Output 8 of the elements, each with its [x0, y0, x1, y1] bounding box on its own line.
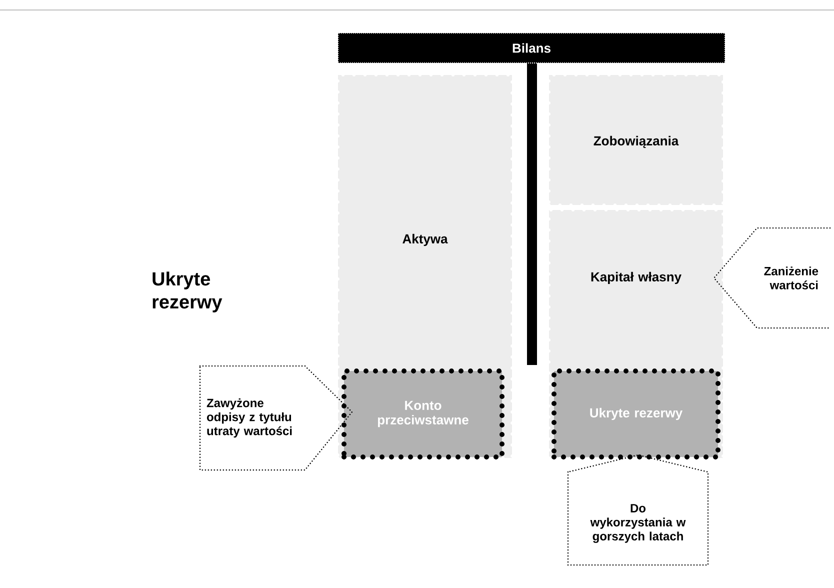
shaded-box: Ukryte rezerwy [552, 368, 720, 460]
balance-column: Zobowiązania [548, 74, 724, 206]
callout: Zawyżone odpisy z tytułu utraty wartości [199, 365, 353, 471]
shaded-box: Konto przeciwstawne [342, 368, 504, 460]
title-bar: Bilans [338, 32, 726, 64]
callout: Zaniżenie wartości [713, 227, 831, 329]
callout: Do wykorzystania w gorszych latach [567, 454, 709, 566]
side-heading: Ukryte rezerwy [152, 272, 222, 312]
